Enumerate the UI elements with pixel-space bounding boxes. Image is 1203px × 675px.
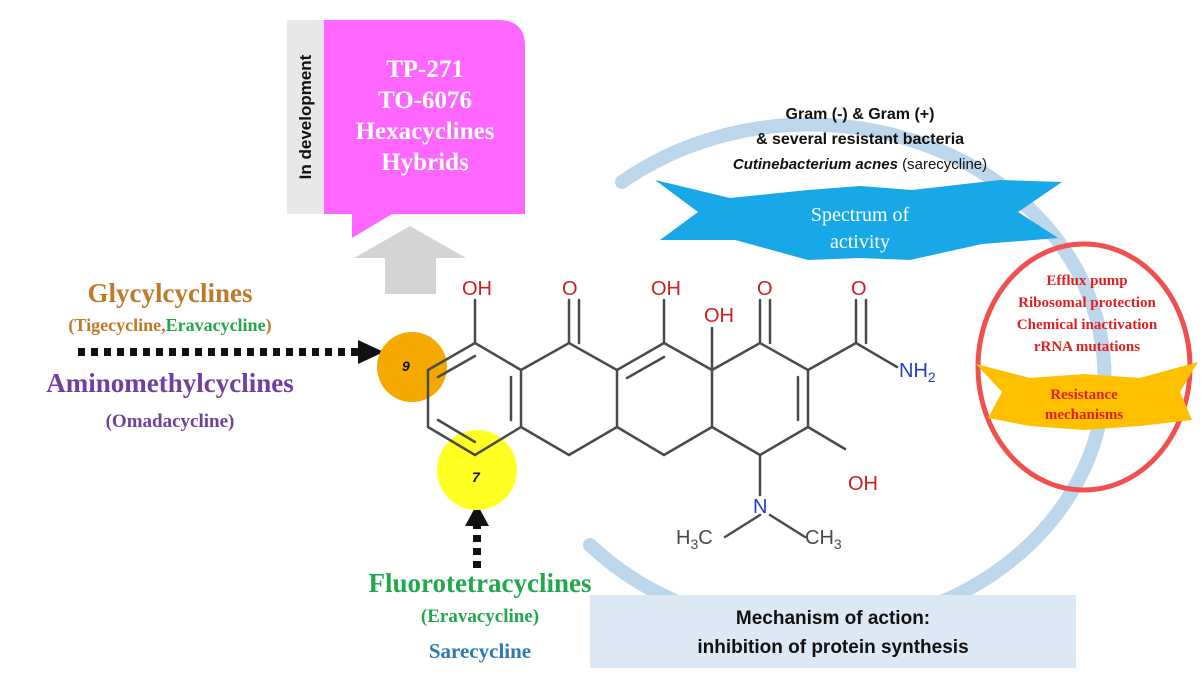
o-label: O — [757, 278, 773, 300]
development-list: TP-271 TO-6076 Hexacyclines Hybrids — [326, 54, 524, 178]
fluorotetracyclines-drugs: (Eravacycline) — [420, 606, 540, 627]
position-9-label: 9 — [402, 358, 410, 374]
fluorotetracyclines-title: Fluorotetracyclines — [368, 568, 592, 598]
resistance-item: rRNA mutations — [1033, 339, 1141, 355]
spectrum-banner-label: Spectrum of activity — [810, 204, 910, 253]
ch3-label: H3C — [676, 527, 713, 552]
position-9-circle — [377, 332, 447, 402]
development-item: Hybrids — [381, 149, 469, 176]
development-item: TP-271 — [386, 56, 464, 83]
ch3-label: CH3 — [805, 527, 842, 552]
up-arrow — [354, 226, 466, 294]
mechanism-line2: inhibition of protein synthesis — [697, 637, 969, 658]
mechanism-text: Mechanism of action: inhibition of prote… — [590, 604, 1076, 662]
development-item: TO-6076 — [378, 87, 472, 114]
arrow-9-head — [358, 340, 384, 364]
sarecycline-label: Sarecycline — [428, 639, 532, 663]
o-label: O — [562, 278, 578, 300]
development-label-bg — [287, 20, 324, 214]
oh-label: OH — [462, 278, 492, 300]
o-label: O — [851, 278, 867, 300]
spectrum-text: Gram (-) & Gram (+) & several resistant … — [660, 102, 1060, 177]
aminomethylcyclines-drugs: (Omadacycline) — [105, 411, 235, 432]
drug-eravacycline: Eravacycline — [165, 315, 266, 335]
oh-label: OH — [651, 278, 681, 300]
arrow-7-head — [465, 504, 489, 526]
position-7-label: 7 — [472, 469, 481, 485]
resistance-item: Ribosomal protection — [1018, 295, 1156, 311]
oh-label: OH — [848, 473, 878, 495]
development-side-label: In development — [296, 54, 315, 180]
resistance-banner — [976, 362, 1198, 430]
oh-label: OH — [704, 305, 734, 327]
spectrum-line2: & several resistant bacteria — [755, 131, 965, 148]
spectrum-line1: Gram (-) & Gram (+) — [785, 106, 935, 123]
position-7-circle — [437, 430, 517, 510]
glycylcyclines-title: Glycylcyclines — [87, 278, 253, 308]
resistance-item: Chemical inactivation — [1016, 317, 1158, 333]
resistance-list: Efflux pump Ribosomal protection Chemica… — [984, 270, 1190, 358]
development-box — [322, 20, 525, 238]
drug-tigecycline: Tigecycline — [74, 315, 162, 335]
spectrum-banner — [655, 180, 1062, 260]
n-label: N — [753, 496, 767, 518]
resistance-item: Efflux pump — [1046, 273, 1128, 289]
mechanism-line1: Mechanism of action: — [735, 608, 931, 629]
aminomethylcyclines-title: Aminomethylcyclines — [46, 368, 294, 398]
spectrum-organism: Cutinebacterium acnes (sarecycline) — [732, 156, 988, 173]
glycylcyclines-drugs: (Tigecycline,Eravacycline) — [68, 315, 272, 335]
development-item: Hexacyclines — [355, 118, 495, 145]
mechanism-box — [590, 595, 1076, 668]
resistance-banner-label: Resistance mechanisms — [1044, 387, 1124, 423]
nh2-label: NH2 — [899, 360, 936, 385]
